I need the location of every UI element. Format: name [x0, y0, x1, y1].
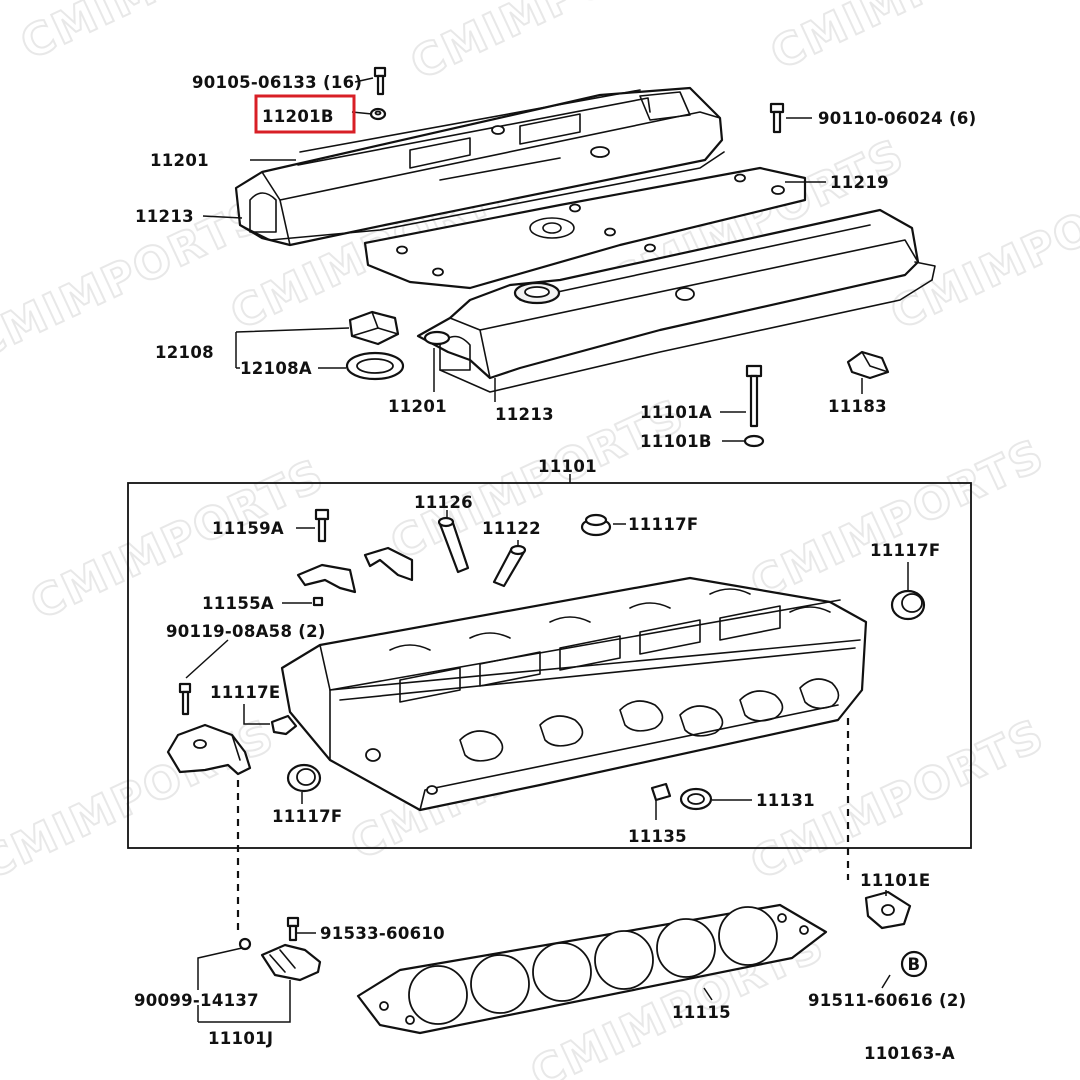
cylinder-head-block[interactable] [280, 576, 868, 812]
part-labels: 90105-06133 (16) 11201B 90110-06024 (6) … [134, 73, 976, 1063]
fitting-11101E[interactable] [864, 890, 912, 930]
label-11219[interactable]: 11219 [830, 173, 889, 192]
label-11131[interactable]: 11131 [756, 791, 815, 810]
plate-bolt-90110[interactable] [769, 102, 785, 134]
label-11117f-bottom[interactable]: 11117F [272, 807, 342, 826]
plug-11183[interactable] [846, 350, 890, 380]
plug-11117F-b[interactable] [890, 589, 926, 621]
cylinder-head-group-frame [127, 482, 972, 849]
washer-11101B[interactable] [743, 434, 765, 448]
valve-guide-11122[interactable] [492, 544, 527, 588]
bolt-91533[interactable] [286, 916, 300, 942]
cam-bearing-cap[interactable] [296, 546, 414, 594]
label-11213-bottom[interactable]: 11213 [495, 405, 554, 424]
cover-bolt-90105[interactable] [373, 66, 387, 96]
bolt-90119[interactable] [178, 682, 192, 716]
label-11101e[interactable]: 11101E [860, 871, 930, 890]
label-11115[interactable]: 11115 [672, 1003, 731, 1022]
label-11135[interactable]: 11135 [628, 827, 687, 846]
sensor-11101J[interactable] [260, 943, 322, 982]
highlight-box-11201b [254, 94, 356, 134]
exhaust-port-row [459, 678, 840, 762]
label-11101j[interactable]: 11101J [208, 1029, 273, 1048]
valve-guide-11126[interactable] [437, 516, 470, 574]
watermark-text: CMIMPORTS [743, 430, 1052, 610]
plate-11135[interactable] [650, 782, 672, 802]
bolt-11159A[interactable] [314, 508, 330, 543]
watermark-text: CMIMPORTS [0, 710, 282, 890]
cam-cover-no2[interactable] [416, 208, 936, 393]
label-12108a[interactable]: 12108A [240, 359, 312, 378]
watermark-text: CMIMPORTS [403, 0, 712, 90]
leader-lines [185, 77, 909, 1023]
label-11122[interactable]: 11122 [482, 519, 541, 538]
seal-plug-12108[interactable] [348, 310, 400, 346]
label-11126[interactable]: 11126 [414, 493, 473, 512]
diagram-reference-number: 110163-A [864, 1044, 955, 1063]
label-11117f-right[interactable]: 11117F [870, 541, 940, 560]
head-bolt-11101A[interactable] [745, 364, 763, 428]
head-gasket-11115[interactable] [356, 903, 828, 1035]
label-11117e[interactable]: 11117E [210, 683, 280, 702]
label-11201-bottom[interactable]: 11201 [388, 397, 447, 416]
label-90110-06024[interactable]: 90110-06024 (6) [818, 109, 976, 128]
intake-port-row [399, 605, 781, 703]
cam-cover-no1[interactable] [234, 86, 725, 247]
o-ring-90099[interactable] [238, 937, 252, 951]
seal-ring-11131-bore [687, 793, 705, 805]
label-11101a[interactable]: 11101A [640, 403, 712, 422]
label-90099-14137[interactable]: 90099-14137 [134, 991, 259, 1010]
label-11101[interactable]: 11101 [538, 457, 597, 476]
callout-b[interactable]: B [900, 950, 928, 978]
label-12108[interactable]: 12108 [155, 343, 214, 362]
label-11201-top[interactable]: 11201 [150, 151, 209, 170]
label-11201b[interactable]: 11201B [262, 107, 334, 126]
label-91511-60616[interactable]: 91511-60616 (2) [808, 991, 966, 1010]
cam-housing-90119[interactable] [166, 723, 252, 776]
callout-b-label: B [908, 955, 921, 974]
label-11117f-top[interactable]: 11117F [628, 515, 698, 534]
watermark-text: CMIMPORTS [13, 0, 322, 70]
label-11101b[interactable]: 11101B [640, 432, 712, 451]
label-11213-top[interactable]: 11213 [135, 207, 194, 226]
cam-journal [389, 588, 831, 651]
label-11155a[interactable]: 11155A [202, 594, 274, 613]
label-11159a[interactable]: 11159A [212, 519, 284, 538]
label-90119-08a58[interactable]: 90119-08A58 (2) [166, 622, 326, 641]
pin-11155A[interactable] [312, 596, 324, 607]
plug-11117F-c[interactable] [286, 763, 322, 793]
cover-plate-11219[interactable] [363, 166, 807, 290]
watermark-text: CMIMPORTS [763, 0, 1072, 80]
label-11183[interactable]: 11183 [828, 397, 887, 416]
plug-11117F-a[interactable] [580, 513, 612, 537]
plug-11117E[interactable] [270, 714, 298, 736]
label-91533-60610[interactable]: 91533-60610 [320, 924, 445, 943]
label-90105-06133[interactable]: 90105-06133 (16) [192, 73, 362, 92]
seal-washer-11201B[interactable] [369, 107, 387, 121]
cover-ear-11201 [423, 330, 451, 346]
gasket-ring-12108A[interactable] [345, 351, 405, 381]
